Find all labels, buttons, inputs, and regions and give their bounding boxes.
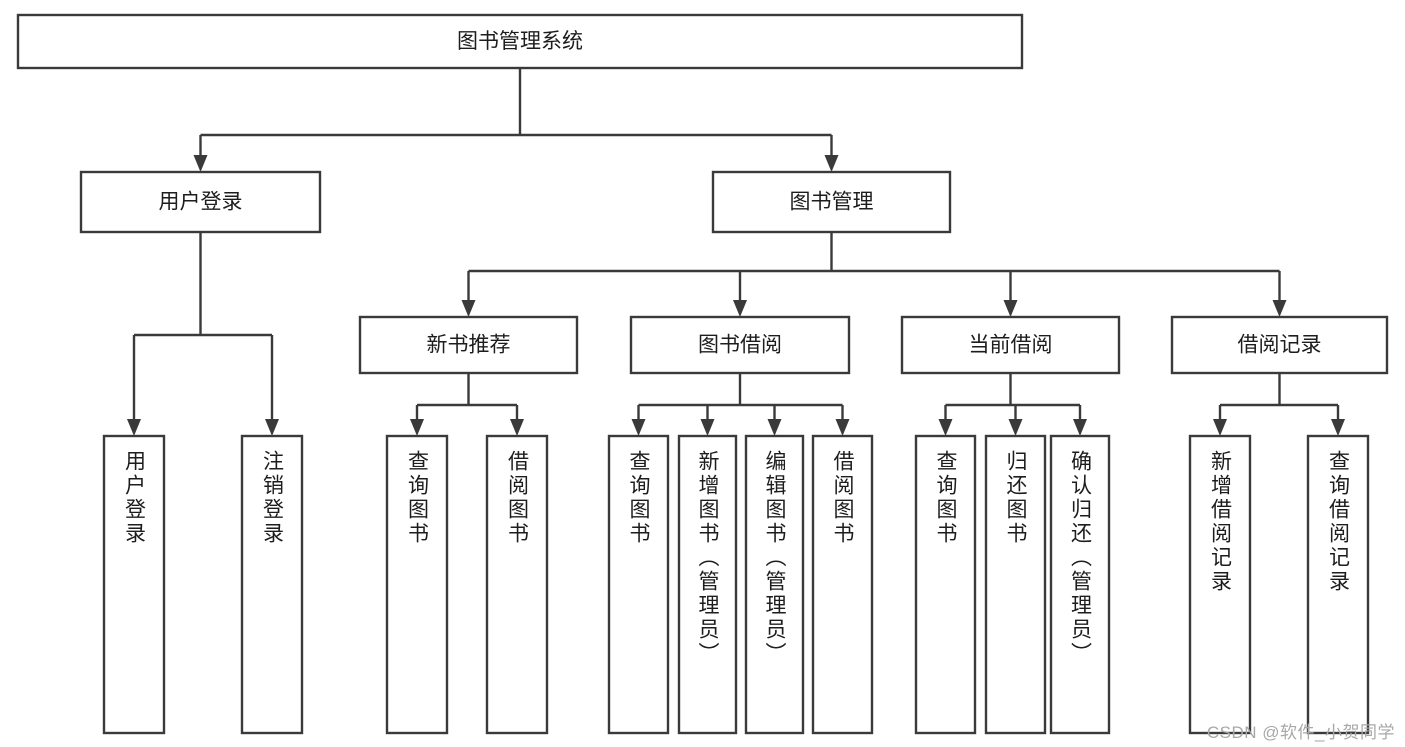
level3-label-2: 当前借阅 (969, 334, 1053, 357)
arrow-head-9 (1272, 300, 1287, 317)
arrow-head-7 (733, 300, 747, 317)
level2-box-1[interactable] (711, 170, 952, 234)
arrow-head-21 (700, 419, 715, 436)
level3-label-0: 新书推荐 (427, 334, 511, 357)
arrow-head-2 (193, 155, 208, 172)
arrow-head-22 (767, 419, 782, 436)
leaf-box-2[interactable] (385, 434, 449, 735)
level2-label-1: 图书管理 (790, 191, 874, 214)
leaf-box-8[interactable] (914, 434, 977, 735)
level2-box-0[interactable] (79, 170, 322, 234)
arrow-head-31 (1213, 419, 1227, 436)
arrow-head-32 (1331, 419, 1345, 436)
arrow-head-17 (510, 419, 524, 436)
root-label-root: 图书管理系统 (457, 30, 583, 53)
level3-label-3: 借阅记录 (1238, 334, 1322, 357)
leaf-box-12[interactable] (1306, 434, 1370, 735)
arrow-head-26 (938, 419, 953, 436)
leaf-box-5[interactable] (677, 434, 738, 735)
leaf-box-7[interactable] (811, 434, 874, 735)
leaf-box-4[interactable] (607, 434, 670, 735)
level3-box-1[interactable] (629, 315, 851, 375)
leaf-box-0[interactable] (102, 434, 166, 735)
leaf-box-10[interactable] (1049, 434, 1111, 735)
arrow-head-12 (127, 419, 141, 436)
level3-label-1: 图书借阅 (698, 334, 782, 357)
level2-label-0: 用户登录 (159, 191, 243, 214)
arrow-head-23 (835, 419, 850, 436)
leaf-box-9[interactable] (984, 434, 1047, 735)
arrow-head-27 (1008, 419, 1023, 436)
leaf-box-1[interactable] (240, 434, 304, 735)
level3-box-3[interactable] (1170, 315, 1389, 375)
arrow-head-13 (265, 419, 279, 436)
arrow-head-3 (824, 155, 839, 172)
level3-box-2[interactable] (900, 315, 1121, 375)
connector-layer (127, 68, 1345, 436)
root-box-root[interactable] (16, 13, 1024, 70)
watermark-text: CSDN @软件_小贺同学 (1206, 723, 1395, 742)
leaf-box-11[interactable] (1188, 434, 1252, 735)
node-box-layer (16, 13, 1389, 735)
arrow-head-8 (1003, 300, 1018, 317)
leaf-box-6[interactable] (744, 434, 805, 735)
arrow-head-16 (410, 419, 424, 436)
level3-box-0[interactable] (358, 315, 579, 375)
arrow-head-20 (631, 419, 646, 436)
leaf-box-3[interactable] (485, 434, 549, 735)
arrow-head-6 (461, 300, 476, 317)
arrow-head-28 (1073, 419, 1087, 436)
